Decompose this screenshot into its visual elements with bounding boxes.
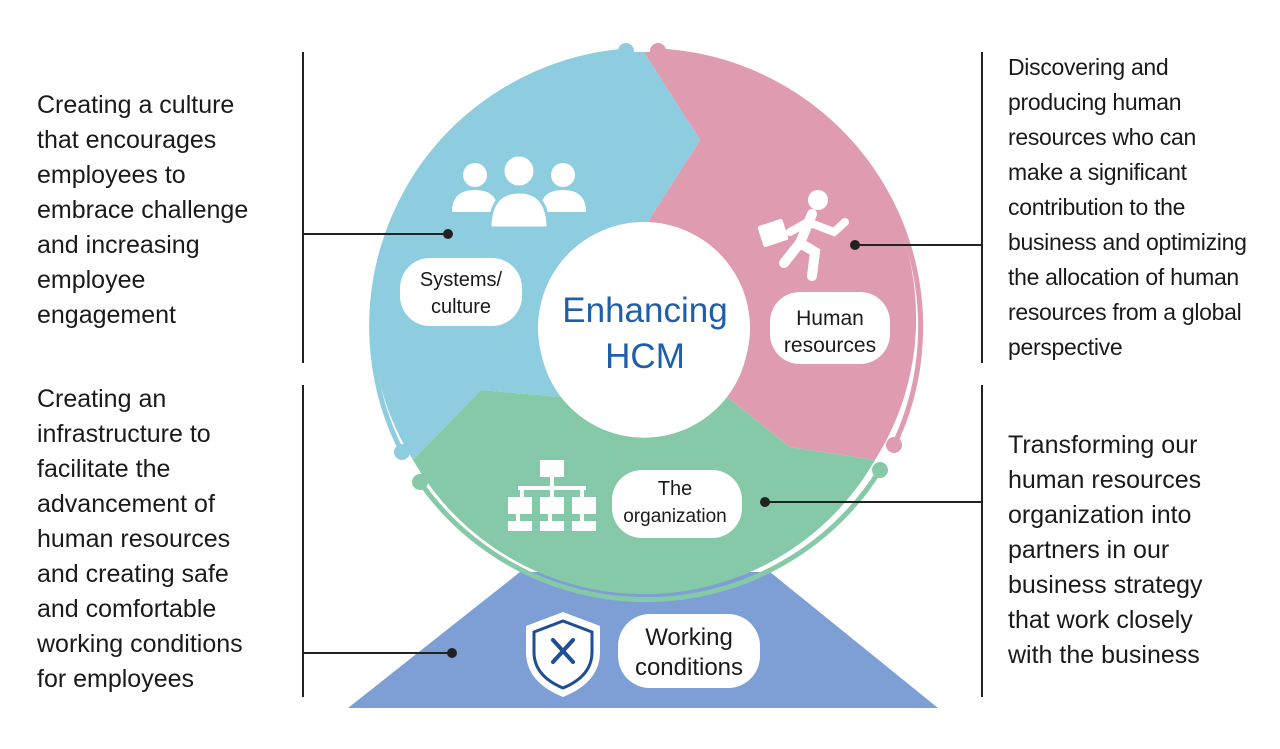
svg-text:The: The (658, 478, 692, 500)
human-resources-description: Discovering and producing human resource… (1008, 54, 1247, 360)
connector-dot (443, 229, 453, 239)
ring-dot (650, 43, 666, 59)
svg-text:resources: resources (784, 334, 876, 357)
svg-text:Systems/: Systems/ (420, 269, 503, 291)
svg-text:Working: Working (645, 624, 733, 651)
connector-dot (447, 648, 457, 658)
ring-dot (872, 462, 888, 478)
organization-description: Transforming our human resources organiz… (1008, 431, 1203, 669)
systems-culture-label: Systems/ culture (400, 258, 522, 326)
center-title-line1: Enhancing (562, 291, 727, 330)
ring-dot (394, 444, 410, 460)
ring-pink (657, 48, 924, 447)
connector-dot (850, 240, 860, 250)
svg-text:conditions: conditions (635, 654, 743, 681)
ring-dot (618, 43, 634, 59)
systems-culture-description: Creating a culture that encourages emplo… (37, 91, 249, 329)
org-chart-icon (508, 460, 596, 531)
organization-label: The organization (612, 470, 742, 538)
ring-blue (369, 48, 627, 454)
svg-text:culture: culture (431, 296, 491, 318)
infrastructure-description: Creating an infrastructure to facilitate… (37, 385, 243, 693)
center-circle (538, 222, 750, 434)
people-group-icon (452, 153, 586, 230)
shield-x-icon (526, 612, 600, 697)
running-person-icon (757, 190, 849, 281)
working-conditions-label: Working conditions (618, 614, 760, 688)
svg-text:organization: organization (623, 506, 727, 527)
ring-green (417, 468, 883, 603)
ring-dot (412, 474, 428, 490)
systems-culture-segment (371, 51, 700, 460)
connector-dot (760, 497, 770, 507)
center-title-line2: HCM (605, 337, 685, 376)
human-resources-label: Human resources (770, 292, 890, 364)
svg-text:Human: Human (796, 307, 864, 330)
ring-dot (886, 437, 902, 453)
